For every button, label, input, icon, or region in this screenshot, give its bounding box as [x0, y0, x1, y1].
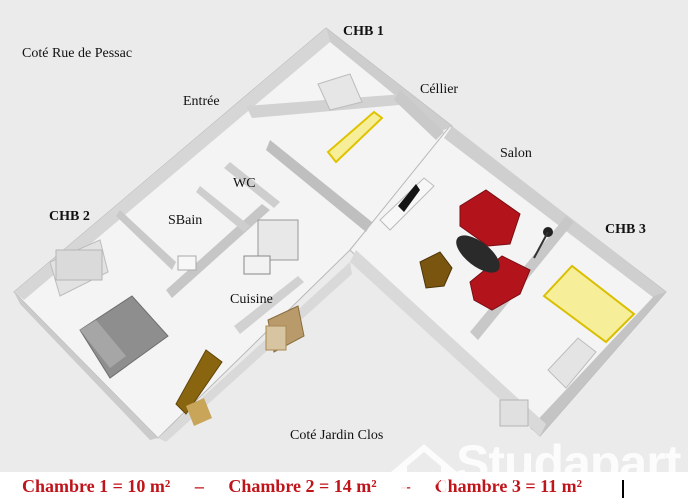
- footer-room-sizes: Chambre 1 = 10 m² – Chambre 2 = 14 m² – …: [22, 476, 582, 497]
- chb1-desk: [317, 73, 363, 111]
- label-sbain: SBain: [168, 213, 203, 228]
- outer-wall-chb1-top: [326, 28, 452, 132]
- chb2-chair: [186, 398, 212, 426]
- footer-separator-1: –: [194, 476, 204, 496]
- outer-wall-top-left: [14, 28, 330, 300]
- wall-wc-right: [224, 162, 280, 208]
- salon-sofa-top: [459, 189, 521, 247]
- label-wc: WC: [233, 176, 256, 191]
- outer-wall-bottom-right: [350, 250, 546, 436]
- wall-wc-left: [196, 186, 250, 232]
- label-chb1: CHB 1: [343, 24, 384, 39]
- salon-armchair: [419, 251, 453, 289]
- label-chb2: CHB 2: [49, 209, 90, 224]
- label-cuisine: Cuisine: [230, 292, 273, 307]
- kitchen-oven: [257, 219, 299, 261]
- chb2-bed-pillow: [80, 320, 126, 368]
- chb3-wardrobe: [547, 337, 597, 389]
- outer-wall-right: [530, 292, 666, 436]
- wall-chb2-sbain: [116, 210, 176, 270]
- label-street: Coté Rue de Pessac: [22, 46, 133, 61]
- salon-sofa-bottom: [469, 255, 531, 311]
- window-cuisine-low: [265, 325, 287, 351]
- outer-wall-salon-top: [444, 126, 666, 298]
- footer-chambre-3: Chambre 3 = 11 m²: [434, 476, 582, 496]
- window-salon-low: [499, 399, 529, 427]
- label-entree: Entrée: [183, 94, 220, 109]
- label-garden: Coté Jardin Clos: [290, 428, 384, 443]
- studapart-logo-icon: [389, 444, 459, 501]
- chb2-desk: [175, 349, 223, 415]
- chb3-bed: [542, 264, 636, 344]
- text-cursor: [622, 480, 624, 498]
- footer-chambre-1: Chambre 1 = 10 m²: [22, 476, 171, 496]
- outer-wall-left: [14, 292, 158, 440]
- chb1-bed: [326, 110, 384, 164]
- sbain-basin: [177, 255, 197, 271]
- footer-chambre-2: Chambre 2 = 14 m²: [228, 476, 377, 496]
- wall-cellier: [394, 90, 444, 140]
- footer-bar: [0, 472, 688, 501]
- watermark-text: Studapart: [456, 435, 681, 491]
- salon-lamp-stand: [533, 231, 549, 259]
- wall-cuisine-bottom: [234, 276, 304, 334]
- salon-tv: [398, 184, 420, 212]
- kitchen-stove: [243, 255, 271, 275]
- wall-chb1-corridor: [266, 140, 372, 232]
- window-chb2: [55, 249, 103, 281]
- label-chb3: CHB 3: [605, 222, 646, 237]
- label-cellier: Céllier: [420, 82, 459, 97]
- outer-wall-bottom-left: [158, 262, 352, 442]
- label-salon: Salon: [500, 146, 532, 161]
- salon-coffee-table: [456, 235, 500, 273]
